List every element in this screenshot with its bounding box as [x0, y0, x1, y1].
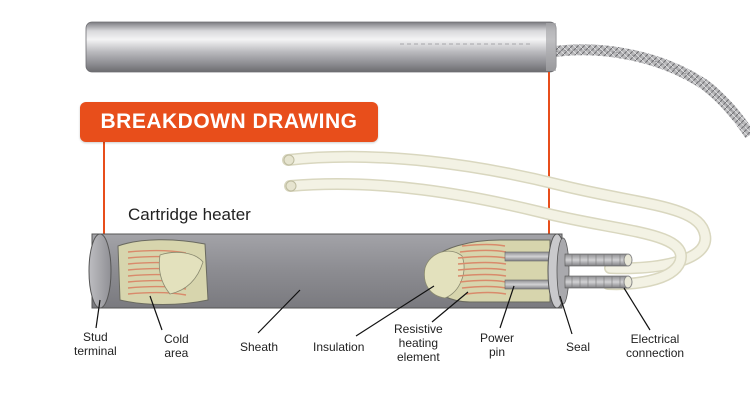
- label-seal: Seal: [566, 340, 591, 354]
- label-cold-area: Cold area: [164, 332, 189, 360]
- label-sheath: Sheath: [240, 340, 279, 354]
- insulation-blob: [423, 250, 465, 299]
- cartridge-cutaway: [88, 233, 633, 309]
- label-resistive-heating-element: Resistive heating element: [394, 322, 443, 364]
- callout-power-pin: [499, 285, 515, 329]
- label-insulation: Insulation: [313, 340, 365, 354]
- inner-pin-top: [504, 251, 554, 262]
- breakdown-drawing-badge: BREAKDOWN DRAWING: [80, 102, 378, 142]
- callout-resistive-heating-element: [431, 291, 469, 323]
- heater-tube: [86, 22, 556, 72]
- badge-label: BREAKDOWN DRAWING: [100, 110, 358, 133]
- callout-electrical-connection: [623, 287, 651, 331]
- callout-lines: [95, 285, 651, 337]
- callout-insulation: [355, 285, 435, 337]
- lead-wires: [282, 150, 712, 291]
- heater-photo: [85, 21, 750, 139]
- callout-cold-area: [149, 295, 163, 331]
- inner-pin-bottom: [504, 279, 554, 290]
- cartridge-heater-title: Cartridge heater: [128, 205, 251, 224]
- callout-sheath: [257, 289, 301, 334]
- label-stud-terminal: Stud terminal: [74, 330, 117, 358]
- resistive-coil: [457, 243, 507, 295]
- label-electrical-connection: Electrical connection: [626, 332, 685, 360]
- left-end-cap: [88, 233, 112, 309]
- callout-seal: [559, 295, 573, 335]
- callout-stud-terminal: [95, 299, 101, 329]
- label-power-pin: Power pin: [480, 331, 515, 359]
- braided-lead: [551, 44, 750, 139]
